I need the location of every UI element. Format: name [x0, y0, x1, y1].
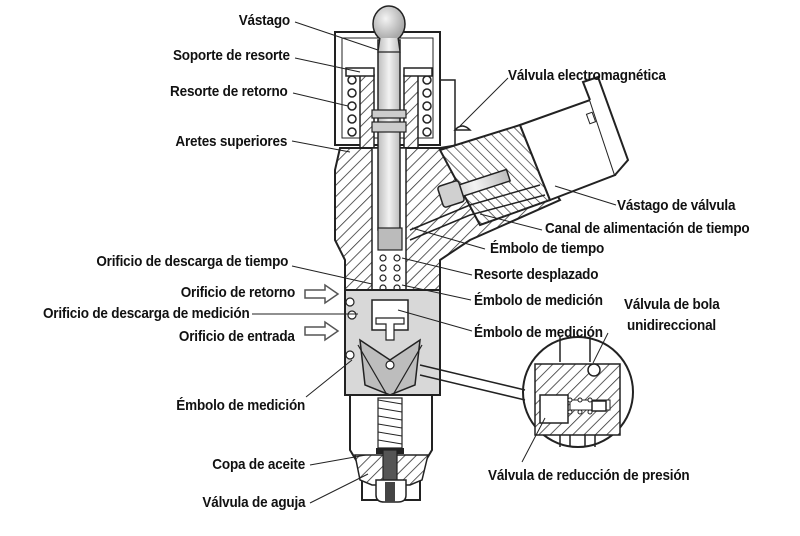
- inlet-arrow: [304, 320, 340, 342]
- label-embolo-medicion-3: Émbolo de medición: [176, 397, 305, 414]
- label-copa-aceite: Copa de aceite: [212, 456, 305, 473]
- label-valvula-bola-2: unidireccional: [627, 317, 717, 334]
- label-resorte-desplazado: Resorte desplazado: [474, 266, 599, 283]
- label-vastago: Vástago: [238, 12, 290, 29]
- label-valvula-reduccion: Válvula de reducción de presión: [488, 467, 690, 484]
- label-soporte-resorte: Soporte de resorte: [173, 47, 290, 64]
- label-aretes-superiores: Aretes superiores: [175, 133, 287, 150]
- return-spring: [347, 75, 432, 137]
- nozzle-spring: [377, 399, 403, 445]
- label-valvula-bola-1: Válvula de bola: [624, 296, 720, 313]
- label-embolo-tiempo: Émbolo de tiempo: [490, 240, 605, 257]
- label-orificio-descarga-tiempo: Orificio de descarga de tiempo: [96, 253, 288, 270]
- label-orificio-entrada: Orificio de entrada: [179, 328, 295, 345]
- label-vastago-valvula: Vástago de válvula: [617, 197, 736, 214]
- label-valvula-aguja: Válvula de aguja: [202, 494, 305, 511]
- leader-lines: [252, 21, 617, 504]
- label-canal-alimentacion: Canal de alimentación de tiempo: [545, 220, 750, 237]
- label-orificio-descarga-medicion: Orificio de descarga de medición: [43, 305, 250, 322]
- label-embolo-medicion-1: Émbolo de medición: [474, 292, 603, 309]
- label-orificio-retorno: Orificio de retorno: [180, 284, 296, 301]
- pressure-reduction-valve-inset: [522, 336, 634, 448]
- label-valvula-electromagnetica: Válvula electromagnética: [508, 67, 666, 84]
- stem-knob: [372, 5, 406, 43]
- label-embolo-medicion-2: Émbolo de medición: [474, 324, 603, 341]
- return-arrow: [304, 283, 340, 305]
- label-resorte-retorno: Resorte de retorno: [170, 83, 288, 100]
